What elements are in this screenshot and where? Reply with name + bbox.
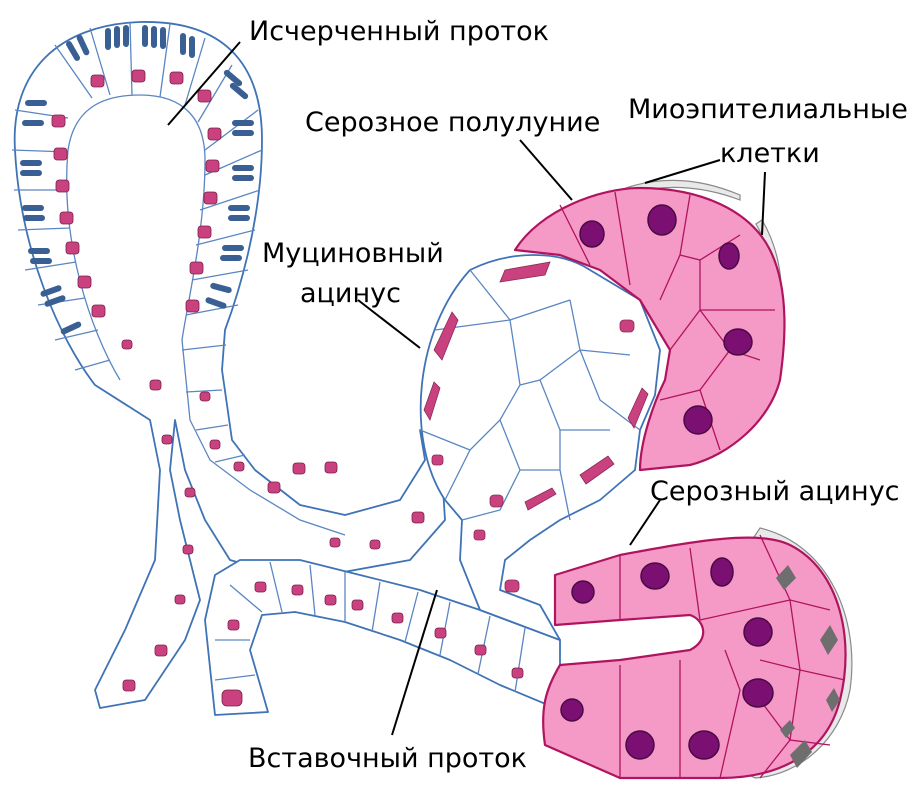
label-mucous-acinus-2: ацинус — [300, 278, 401, 309]
label-myoepithelial-1: Миоэпителиальные — [628, 94, 908, 125]
label-intercalated-duct: Вставочный проток — [248, 743, 527, 774]
label-serous-acinus: Серозный ацинус — [650, 476, 900, 507]
label-mucous-acinus-1: Муциновный — [262, 238, 444, 269]
leader-serous-demilune — [520, 140, 572, 200]
label-serous-demilune: Серозное полулуние — [305, 107, 600, 138]
serous-acinus — [543, 528, 852, 778]
label-myoepithelial-2: клетки — [720, 138, 820, 169]
label-striated-duct: Исчерченный проток — [249, 16, 549, 47]
leader-myoepithelial-top — [645, 160, 720, 183]
